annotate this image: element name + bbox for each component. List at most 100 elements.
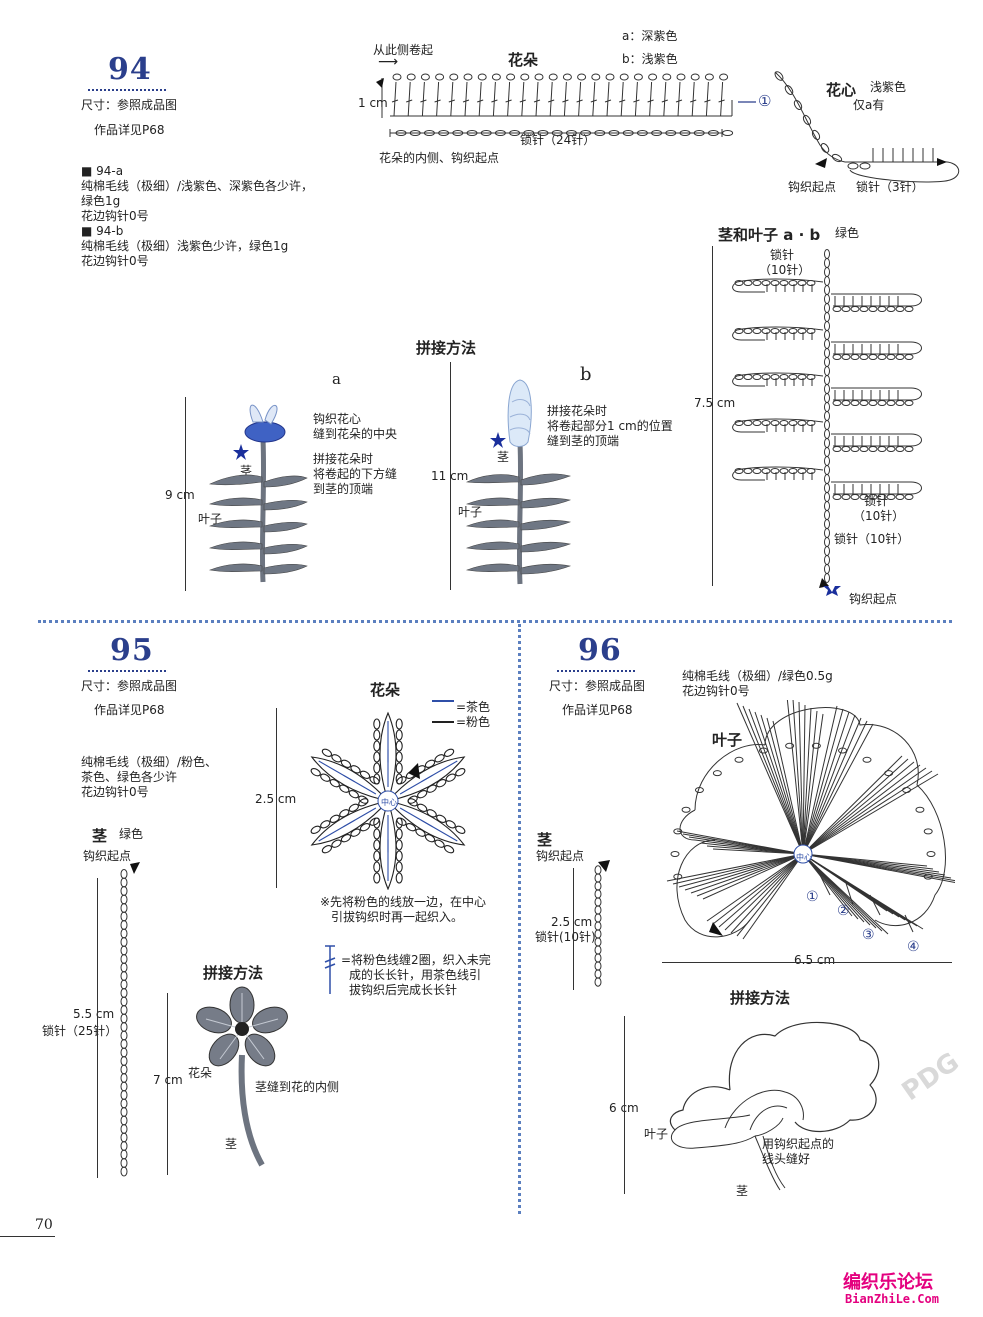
roll-from-label: 从此侧卷起 — [373, 43, 434, 57]
number-underline — [557, 670, 635, 675]
size-label: 尺寸：参照成品图 — [81, 679, 178, 693]
stem-start-label: 钩织起点 — [849, 592, 898, 606]
round-3: ③ — [862, 927, 875, 943]
a-note-3: 拼接花朵时 — [313, 452, 374, 466]
center-chart — [774, 71, 960, 183]
page-number-rule — [0, 1236, 55, 1237]
assembly-leaf-label: 叶子 — [644, 1127, 669, 1141]
only-a-label: 仅a有 — [853, 98, 885, 112]
flower-height-dimension — [276, 708, 277, 888]
stem-length-dimension-96 — [573, 868, 574, 990]
round-4: ④ — [907, 939, 920, 955]
material-line1: 纯棉毛线（极细）/绿色0.5g — [682, 669, 833, 683]
label-b: b — [580, 364, 592, 385]
color-a-label: a：深紫色 — [622, 29, 678, 43]
assembly-height-dimension-95 — [167, 993, 168, 1175]
pattern-number-96: 96 — [578, 633, 622, 668]
b-note-2: 将卷起部分1 cm的位置 — [547, 419, 673, 433]
material-line3: 花边钩针0号 — [81, 785, 149, 799]
assembly-title-94: 拼接方法 — [416, 339, 477, 357]
stem-start-96: 钩织起点 — [536, 849, 585, 863]
note-line3: =将粉色线缠2圈，织入未完 — [341, 953, 491, 967]
pattern-number-95: 95 — [110, 633, 154, 668]
chain-3-label: 锁针（3针） — [856, 180, 924, 194]
size-label: 尺寸：参照成品图 — [549, 679, 646, 693]
b-height-dimension — [450, 362, 451, 590]
material-line1: 纯棉毛线（极细）/粉色、 — [81, 755, 218, 769]
length-7-5cm: 7.5 cm — [694, 396, 736, 410]
assembly-95-figure — [196, 986, 288, 1167]
a-note-2: 缝到花朵的中央 — [313, 427, 398, 441]
forum-watermark: 编织乐论坛 — [843, 1272, 933, 1293]
leaf-center-label: 中心 — [796, 853, 812, 862]
section-divider-horizontal — [38, 620, 952, 623]
stem-chain-95: 锁针（25针） — [42, 1024, 118, 1038]
assembly-title-96: 拼接方法 — [730, 989, 791, 1007]
leaf-chart — [666, 700, 955, 940]
stem-chain-95 — [120, 862, 140, 1177]
special-stitch-icon — [324, 945, 336, 994]
material-a-line3: 花边钩针0号 — [81, 209, 149, 223]
number-underline — [88, 89, 166, 94]
stem-leaf-chart — [732, 249, 922, 596]
step-1-marker: ① — [758, 92, 772, 110]
b-note-3: 缝到茎的顶端 — [547, 434, 620, 448]
pdg-watermark: PDG — [896, 1047, 965, 1108]
flower-title-95: 花朵 — [370, 681, 401, 699]
a-height-dimension — [185, 397, 186, 591]
flower-strip-chart — [376, 73, 756, 137]
center-title: 花心 — [826, 81, 857, 99]
assembly-note-96-1: 用钩织起点的 — [762, 1137, 835, 1151]
stem-title-96: 茎 — [537, 831, 553, 849]
assembly-flower-label: 花朵 — [188, 1066, 213, 1080]
detail-ref: 作品详见P68 — [562, 703, 633, 717]
height-1cm: 1 cm — [358, 96, 388, 110]
material-b-line2: 花边钩针0号 — [81, 254, 149, 268]
a-note-1: 钩织花心 — [313, 412, 362, 426]
page-number: 70 — [35, 1217, 53, 1233]
material-line2: 茶色、绿色各少许 — [81, 770, 178, 784]
inner-start-label: 花朵的内侧、钩织起点 — [379, 151, 500, 165]
material-b-header: ■ 94-b — [81, 224, 124, 238]
assembly-96-figure — [669, 1021, 880, 1191]
leaf-width: 6.5 cm — [794, 953, 836, 967]
a-height: 9 cm — [165, 488, 195, 502]
legend-pink: =粉色 — [456, 715, 491, 729]
section-divider-vertical — [518, 624, 521, 1214]
stem-length-95: 5.5 cm — [73, 1007, 115, 1021]
legend-brown-line — [432, 700, 454, 702]
b-note-1: 拼接花朵时 — [547, 404, 608, 418]
leaf-title: 叶子 — [712, 731, 743, 749]
b-leaf-label: 叶子 — [458, 505, 483, 519]
center-color: 浅紫色 — [870, 80, 907, 94]
chain-24-label: 锁针（24针） — [520, 133, 596, 147]
pattern-number-94: 94 — [108, 52, 152, 87]
a-note-4: 将卷起的下方缝 — [313, 467, 398, 481]
assembly-height-dimension-96 — [624, 1016, 625, 1194]
flower-height: 2.5 cm — [255, 792, 297, 806]
detail-ref: 作品详见P68 — [94, 123, 165, 137]
a-stem-label: 茎 — [240, 464, 253, 478]
stem-start-95: 钩织起点 — [83, 849, 132, 863]
chain-10-bottom: 锁针（10针） — [834, 532, 910, 546]
assembly-stem-label-95: 茎 — [225, 1137, 238, 1151]
color-b-label: b：浅紫色 — [622, 52, 678, 66]
stem-leaf-title: 茎和叶子 a · b — [718, 226, 821, 244]
stem-title-95: 茎 — [92, 827, 108, 845]
number-underline — [88, 670, 166, 675]
note-line4: 成的长长针，用茶色线引 — [349, 968, 482, 982]
assembly-note-95: 茎缝到花的内侧 — [255, 1080, 340, 1094]
material-a-line2: 绿色1g — [81, 194, 121, 208]
leaf-width-dimension — [662, 962, 952, 963]
chain-10-top: 锁针 — [770, 248, 795, 262]
assembly-stem-label-96: 茎 — [736, 1184, 749, 1198]
material-a-header: ■ 94-a — [81, 164, 124, 178]
material-b-line1: 纯棉毛线（极细）浅紫色少许，绿色1g — [81, 239, 289, 253]
round-1: ① — [806, 889, 819, 905]
center-start-label: 钩织起点 — [788, 180, 837, 194]
height-dimension-75 — [712, 246, 713, 586]
flower-title: 花朵 — [508, 51, 539, 69]
flower-chart-95 — [310, 711, 466, 890]
size-label: 尺寸：参照成品图 — [81, 98, 178, 112]
flower-center-label: 中心 — [381, 798, 397, 807]
